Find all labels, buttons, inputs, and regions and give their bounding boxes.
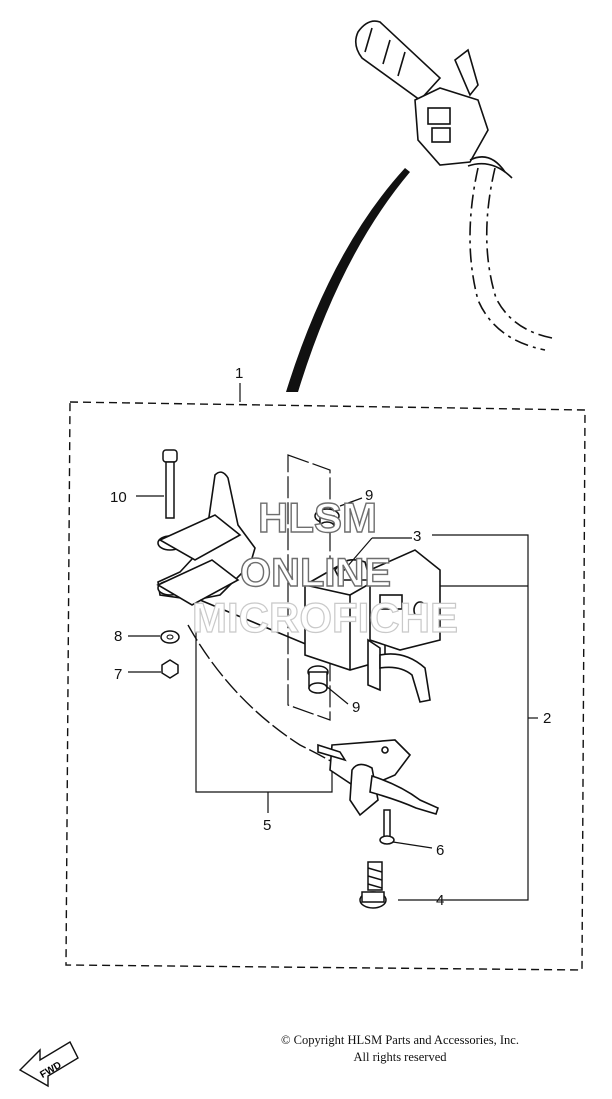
callout-3: 3 <box>413 528 421 545</box>
lower-switch <box>317 739 439 817</box>
watermark: HLSM ONLINE MICROFICHE <box>191 493 458 641</box>
nut-7 <box>161 659 179 679</box>
leader-wedge <box>286 168 410 392</box>
screw-9-lower <box>307 665 329 694</box>
callout-7: 7 <box>114 666 122 683</box>
bracket-2 <box>398 534 538 901</box>
callout-6: 6 <box>436 842 444 859</box>
mount-plate <box>287 454 331 721</box>
callout-5: 5 <box>263 817 271 834</box>
lever-bracket <box>156 471 321 651</box>
callout-4: 4 <box>436 892 444 909</box>
switch-assembly-3 <box>304 549 441 703</box>
bracket-5 <box>195 600 333 793</box>
watermark-line3: MICROFICHE <box>192 594 458 641</box>
copyright-line2: All rights reserved <box>353 1050 447 1064</box>
callout-10: 10 <box>110 489 127 506</box>
screw-6 <box>379 809 395 845</box>
screw-4 <box>359 861 387 909</box>
kit-outline <box>65 401 586 971</box>
callout-9-upper: 9 <box>365 487 373 504</box>
handlebar-assembly <box>354 20 553 351</box>
fwd-arrow-icon: FWD <box>18 1041 79 1088</box>
bolt-10 <box>162 449 178 519</box>
callout-8: 8 <box>114 628 122 645</box>
watermark-line2: ONLINE <box>240 551 391 595</box>
callout-2: 2 <box>543 710 551 727</box>
screw-9-upper <box>314 508 340 531</box>
callout-1: 1 <box>235 365 243 382</box>
copyright-line1: © Copyright HLSM Parts and Accessories, … <box>281 1033 519 1047</box>
watermark-line1: HLSM <box>258 494 377 541</box>
callout-9-lower: 9 <box>352 699 360 716</box>
